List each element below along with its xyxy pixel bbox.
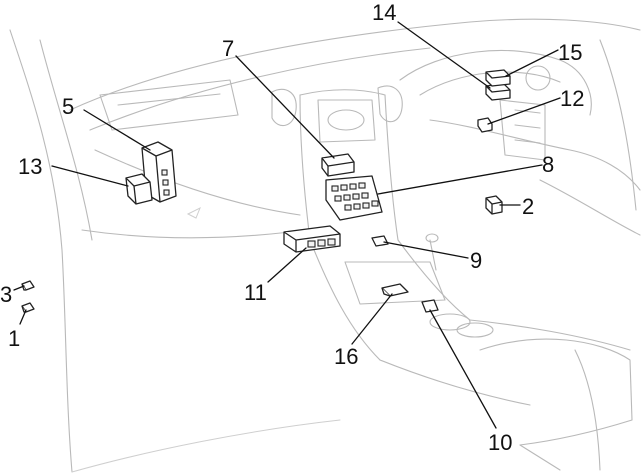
callout-labels: 1 2 3 5 7 8 9 10 11 12 13 14 15 16 bbox=[0, 0, 584, 455]
callout-13: 13 bbox=[18, 154, 42, 179]
callout-9: 9 bbox=[470, 248, 482, 273]
relay-15 bbox=[485, 69, 511, 87]
fuse-1 bbox=[21, 302, 35, 313]
part-9 bbox=[371, 235, 389, 247]
leader-12 bbox=[487, 97, 561, 125]
callout-16: 16 bbox=[334, 344, 358, 369]
relay-12 bbox=[477, 117, 493, 133]
leader-14 bbox=[397, 21, 491, 89]
leader-10 bbox=[429, 309, 497, 429]
leader-15 bbox=[505, 49, 559, 77]
leader-9 bbox=[383, 241, 469, 259]
callout-5: 5 bbox=[62, 94, 74, 119]
callout-12: 12 bbox=[560, 86, 584, 111]
leader-8 bbox=[377, 164, 543, 195]
leader-16 bbox=[351, 293, 393, 345]
callout-7: 7 bbox=[222, 36, 234, 61]
callout-15: 15 bbox=[558, 40, 582, 65]
relay-2 bbox=[485, 195, 503, 215]
leader-5 bbox=[83, 109, 151, 151]
module-16 bbox=[381, 283, 409, 297]
relay-14 bbox=[485, 83, 511, 101]
relay-13 bbox=[125, 173, 153, 205]
callout-2: 2 bbox=[522, 194, 534, 219]
components bbox=[21, 69, 511, 313]
callout-11: 11 bbox=[244, 280, 267, 305]
leader-lines bbox=[13, 21, 561, 429]
callout-1: 1 bbox=[8, 326, 20, 351]
leader-1 bbox=[19, 309, 27, 325]
connector-10 bbox=[421, 299, 439, 313]
callout-8: 8 bbox=[542, 152, 554, 177]
relay-7 bbox=[321, 153, 355, 177]
leader-3 bbox=[13, 285, 25, 291]
callout-3: 3 bbox=[0, 282, 12, 307]
dashboard-outline bbox=[9, 18, 641, 473]
leader-7 bbox=[235, 55, 335, 159]
leader-11 bbox=[267, 247, 307, 283]
relay-block-11 bbox=[283, 225, 341, 253]
callout-14: 14 bbox=[372, 0, 396, 25]
junction-block-8 bbox=[325, 175, 383, 221]
callout-10: 10 bbox=[488, 430, 512, 455]
leader-13 bbox=[51, 165, 129, 187]
